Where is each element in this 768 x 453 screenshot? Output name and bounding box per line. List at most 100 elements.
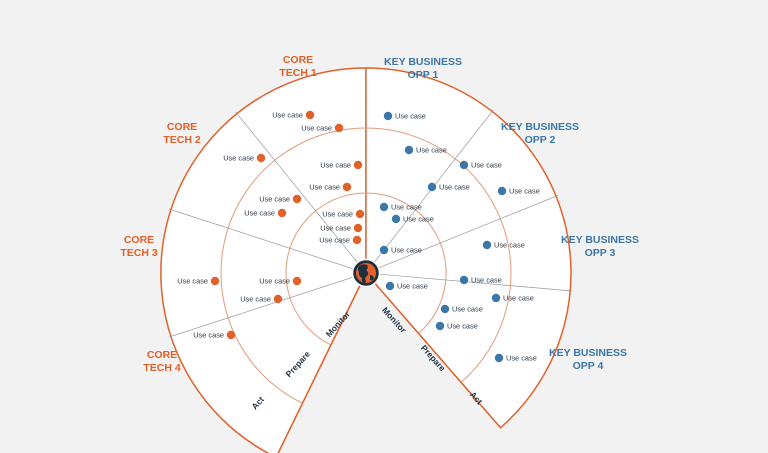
use-case-label: Use case xyxy=(509,187,540,196)
use-case-point[interactable]: Use case xyxy=(385,281,428,291)
ring-arc-right-2 xyxy=(365,127,512,383)
use-case-dot[interactable] xyxy=(391,214,401,224)
fan-edge-2 xyxy=(365,272,501,429)
use-case-point[interactable]: Use case xyxy=(440,304,483,314)
use-case-dot[interactable] xyxy=(334,123,344,133)
use-case-dot[interactable] xyxy=(292,194,302,204)
use-case-point[interactable]: Use case xyxy=(322,209,365,219)
use-case-dot[interactable] xyxy=(383,111,393,121)
use-case-dot[interactable] xyxy=(497,186,507,196)
use-case-point[interactable]: Use case xyxy=(497,186,540,196)
divider-line-2 xyxy=(168,208,367,274)
use-case-point[interactable]: Use case xyxy=(379,245,422,255)
sector-label-line2: TECH 1 xyxy=(279,67,317,79)
use-case-label: Use case xyxy=(452,305,483,314)
use-case-point[interactable]: Use case xyxy=(301,123,344,133)
use-case-point[interactable]: Use case xyxy=(494,353,537,363)
sector-label-line2: TECH 4 xyxy=(143,362,181,374)
use-case-label: Use case xyxy=(439,183,470,192)
use-case-label: Use case xyxy=(416,146,447,155)
use-case-dot[interactable] xyxy=(385,281,395,291)
use-case-dot[interactable] xyxy=(427,182,437,192)
use-case-dot[interactable] xyxy=(226,330,236,340)
sector-label-line1: KEY BUSINESS xyxy=(384,56,462,68)
use-case-label: Use case xyxy=(177,277,208,286)
use-case-label: Use case xyxy=(471,161,502,170)
ring-arcs xyxy=(220,127,512,453)
use-case-dot[interactable] xyxy=(273,294,283,304)
use-case-point[interactable]: Use case xyxy=(223,153,266,163)
use-case-dot[interactable] xyxy=(353,223,363,233)
globe-americas-icon xyxy=(351,258,381,288)
use-case-dot[interactable] xyxy=(459,160,469,170)
use-case-point[interactable]: Use case xyxy=(272,110,315,120)
use-case-dot[interactable] xyxy=(342,182,352,192)
use-case-point[interactable]: Use case xyxy=(383,111,426,121)
use-case-point[interactable]: Use case xyxy=(193,330,236,340)
use-case-dot[interactable] xyxy=(491,293,501,303)
use-case-dot[interactable] xyxy=(379,202,389,212)
use-case-point[interactable]: Use case xyxy=(320,160,363,170)
sector-label-line1: KEY BUSINESS xyxy=(501,121,579,133)
opp-outer-panel xyxy=(365,67,572,429)
use-case-label: Use case xyxy=(240,295,271,304)
use-case-point[interactable]: Use case xyxy=(459,160,502,170)
use-case-point[interactable]: Use case xyxy=(259,276,302,286)
use-case-point[interactable]: Use case xyxy=(379,202,422,212)
use-case-dot[interactable] xyxy=(292,276,302,286)
ring-arc-left-1 xyxy=(285,192,367,346)
divider-line-6 xyxy=(365,195,559,274)
use-case-point[interactable]: Use case xyxy=(240,294,283,304)
ring-arc-left-2 xyxy=(220,127,367,404)
use-case-point[interactable]: Use case xyxy=(459,275,502,285)
sector-label-line1: KEY BUSINESS xyxy=(561,234,639,246)
use-case-label: Use case xyxy=(320,224,351,233)
use-case-dot[interactable] xyxy=(305,110,315,120)
use-case-point[interactable]: Use case xyxy=(435,321,478,331)
use-case-point[interactable]: Use case xyxy=(309,182,352,192)
use-case-label: Use case xyxy=(395,112,426,121)
use-case-dot[interactable] xyxy=(277,208,287,218)
divider-line-7 xyxy=(365,272,573,292)
use-case-point[interactable]: Use case xyxy=(177,276,220,286)
use-case-label: Use case xyxy=(322,210,353,219)
sector-label-line2: OPP 4 xyxy=(573,360,604,372)
use-case-point[interactable]: Use case xyxy=(404,145,447,155)
sector-label-line2: OPP 2 xyxy=(525,134,556,146)
use-case-dot[interactable] xyxy=(352,235,362,245)
use-case-dot[interactable] xyxy=(435,321,445,331)
sector-label-line1: CORE xyxy=(167,121,197,133)
use-case-label: Use case xyxy=(391,246,422,255)
use-case-point[interactable]: Use case xyxy=(259,194,302,204)
use-case-label: Use case xyxy=(259,277,290,286)
use-case-label: Use case xyxy=(319,236,350,245)
use-case-point[interactable]: Use case xyxy=(391,214,434,224)
use-case-dot[interactable] xyxy=(355,209,365,219)
use-case-dot[interactable] xyxy=(353,160,363,170)
use-case-point[interactable]: Use case xyxy=(320,223,363,233)
use-case-point[interactable]: Use case xyxy=(491,293,534,303)
use-case-label: Use case xyxy=(447,322,478,331)
use-case-dot[interactable] xyxy=(459,275,469,285)
use-case-dot[interactable] xyxy=(404,145,414,155)
use-case-point[interactable]: Use case xyxy=(319,235,362,245)
use-case-dot[interactable] xyxy=(440,304,450,314)
use-case-label: Use case xyxy=(506,354,537,363)
use-case-dot[interactable] xyxy=(494,353,504,363)
use-case-dot[interactable] xyxy=(210,276,220,286)
use-case-point[interactable]: Use case xyxy=(427,182,470,192)
use-case-point[interactable]: Use case xyxy=(482,240,525,250)
sector-label-line2: OPP 1 xyxy=(408,69,439,81)
use-case-label: Use case xyxy=(397,282,428,291)
use-case-point[interactable]: Use case xyxy=(244,208,287,218)
use-case-dot[interactable] xyxy=(256,153,266,163)
use-case-dot[interactable] xyxy=(482,240,492,250)
use-case-dot[interactable] xyxy=(379,245,389,255)
